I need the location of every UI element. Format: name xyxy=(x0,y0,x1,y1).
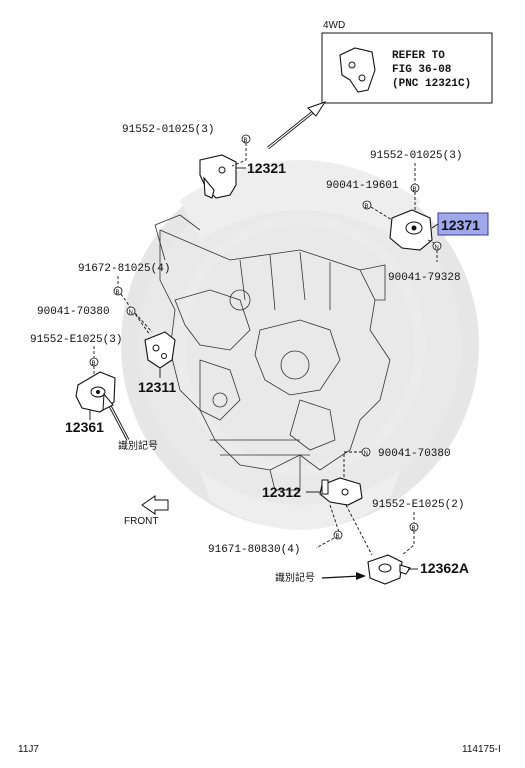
bracket-12321c-icon xyxy=(339,47,376,93)
part-12321-bracket xyxy=(199,154,237,199)
part-12371-mount xyxy=(389,209,433,251)
svg-text:B: B xyxy=(116,290,120,296)
svg-text:B: B xyxy=(244,138,248,144)
label-nut-12311: 90041-70380 xyxy=(37,306,110,318)
part-12311-bracket xyxy=(144,331,176,369)
id-mark-label-1: 識別記号 xyxy=(118,439,158,452)
label-bolt-12311-a: 91672-81025(4) xyxy=(78,263,170,275)
id-mark-arrow-2 xyxy=(321,572,366,580)
reference-callout: 4WD REFER TO FIG 36-08 (PNC 12321C) xyxy=(321,20,493,104)
front-label: FRONT xyxy=(124,516,158,527)
svg-text:B: B xyxy=(92,361,96,367)
svg-text:B: B xyxy=(412,526,416,532)
svg-text:N: N xyxy=(364,451,368,457)
label-nut-12312: 90041-70380 xyxy=(378,448,451,460)
reference-arrow xyxy=(267,101,327,150)
front-arrow-icon xyxy=(141,495,169,515)
part-number-12362a: 12362A xyxy=(420,560,469,576)
engine-block-drawing xyxy=(154,214,391,491)
part-number-12312: 12312 xyxy=(262,484,301,500)
label-bolt-12371: 91552-01025(3) xyxy=(370,150,462,162)
watermark-emblem xyxy=(121,160,479,530)
id-mark-arrow-1 xyxy=(102,392,130,441)
part-number-12361: 12361 xyxy=(65,419,104,435)
id-mark-label-2: 識別記号 xyxy=(275,571,315,584)
variant-label: 4WD xyxy=(323,20,345,31)
part-number-12321: 12321 xyxy=(247,160,286,176)
part-12312-bracket xyxy=(319,477,363,506)
footer-right-code: 114175-I xyxy=(462,744,501,755)
svg-text:B: B xyxy=(413,187,417,193)
part-number-12371: 12371 xyxy=(441,217,480,233)
refer-line-1: REFER TO xyxy=(392,50,445,62)
refer-line-3: (PNC 12321C) xyxy=(392,78,471,90)
footer-left-code: 11J7 xyxy=(18,744,39,755)
label-bolt-12362: 91552-E1025(2) xyxy=(372,499,464,511)
label-bolt-12321: 91552-01025(3) xyxy=(122,124,214,136)
svg-text:B: B xyxy=(365,204,369,210)
label-bolt-12312: 91671-80830(4) xyxy=(208,544,300,556)
label-nut-12371-b: 90041-79328 xyxy=(388,272,461,284)
svg-text:N: N xyxy=(435,245,439,251)
refer-line-2: FIG 36-08 xyxy=(392,64,452,76)
svg-text:B: B xyxy=(336,534,340,540)
svg-text:N: N xyxy=(129,310,133,316)
label-nut-12371: 90041-19601 xyxy=(326,180,399,192)
part-12362a-mount xyxy=(367,554,411,585)
label-bolt-12311-b: 91552-E1025(3) xyxy=(30,334,122,346)
part-number-12311: 12311 xyxy=(138,379,176,395)
